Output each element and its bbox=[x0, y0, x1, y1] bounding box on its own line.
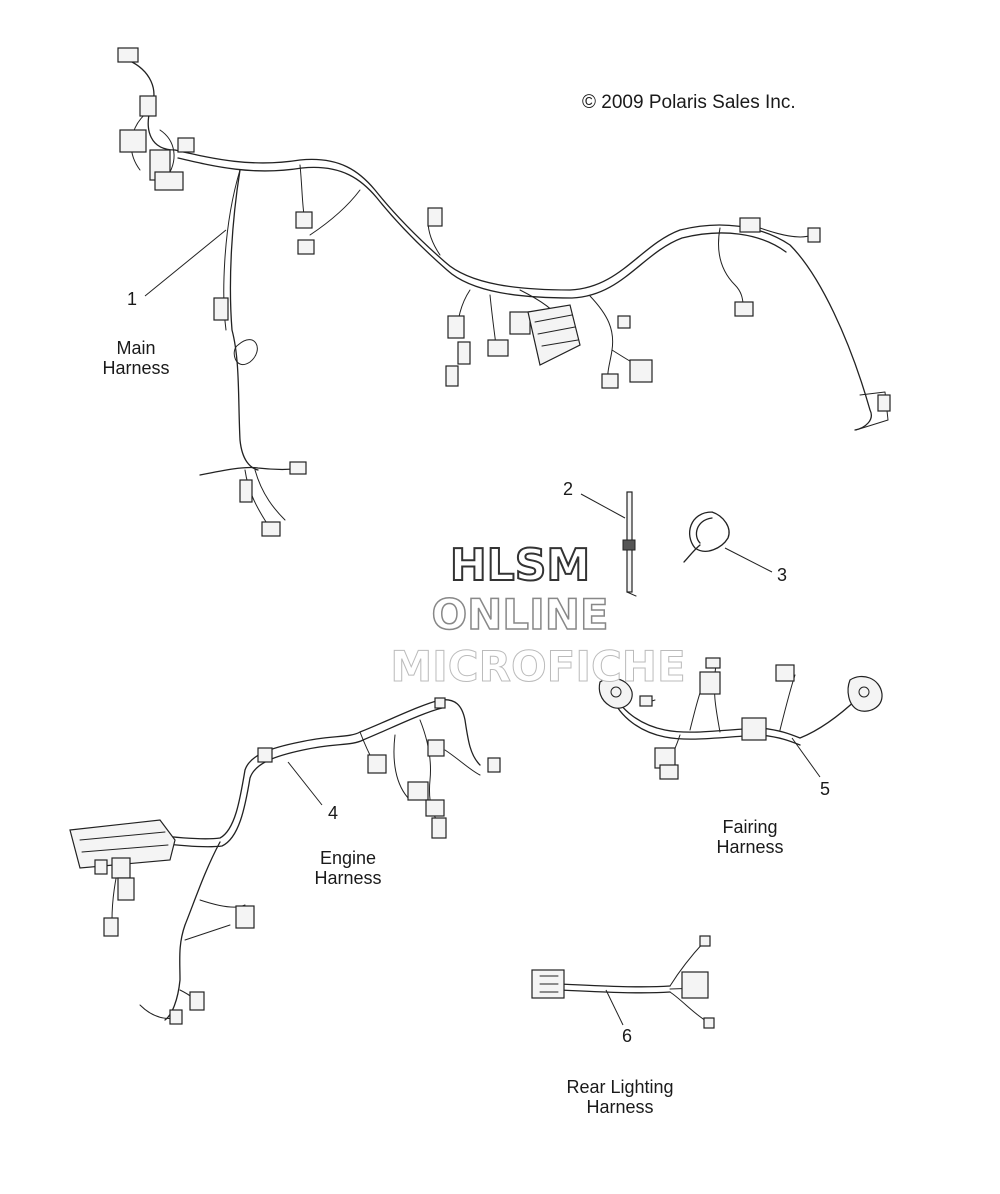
copyright-notice: © 2009 Polaris Sales Inc. bbox=[582, 92, 796, 113]
engine-harness-label: Engine Harness bbox=[298, 848, 398, 888]
engine-harness-drawing[interactable] bbox=[69, 697, 501, 1025]
callout-number-2[interactable]: 2 bbox=[563, 479, 574, 499]
main-harness-label-line-1: Main bbox=[116, 338, 156, 358]
part-3-drawing[interactable] bbox=[683, 511, 730, 563]
fairing-harness-label-line-1: Fairing bbox=[722, 817, 778, 837]
fairing-harness-label: Fairing Harness bbox=[700, 817, 800, 857]
rear-lighting-harness-label-line-2: Harness bbox=[586, 1097, 654, 1117]
callout-number-4[interactable]: 4 bbox=[328, 803, 339, 823]
rear-lighting-harness-drawing[interactable] bbox=[531, 935, 715, 1029]
callout-number-1[interactable]: 1 bbox=[127, 289, 138, 309]
callout-number-5[interactable]: 5 bbox=[820, 779, 831, 799]
fairing-harness-drawing[interactable] bbox=[598, 657, 883, 780]
main-harness-label: Main Harness bbox=[86, 338, 186, 378]
part-2-drawing[interactable] bbox=[622, 491, 637, 597]
main-harness-drawing[interactable] bbox=[117, 47, 891, 537]
rear-lighting-harness-label-line-1: Rear Lighting bbox=[566, 1077, 674, 1097]
fairing-harness-label-line-2: Harness bbox=[716, 837, 784, 857]
engine-harness-label-line-1: Engine bbox=[319, 848, 377, 868]
callout-number-6[interactable]: 6 bbox=[622, 1026, 633, 1046]
callout-number-3[interactable]: 3 bbox=[777, 565, 788, 585]
watermark-line-2: ONLINE bbox=[431, 589, 610, 640]
rear-lighting-harness-label: Rear Lighting Harness bbox=[550, 1077, 690, 1117]
watermark-line-3: MICROFICHE bbox=[390, 642, 686, 692]
leader-lines bbox=[144, 229, 821, 1026]
watermark-line-1: HLSM bbox=[449, 539, 591, 592]
main-harness-label-line-2: Harness bbox=[102, 358, 170, 378]
engine-harness-label-line-2: Harness bbox=[314, 868, 382, 888]
